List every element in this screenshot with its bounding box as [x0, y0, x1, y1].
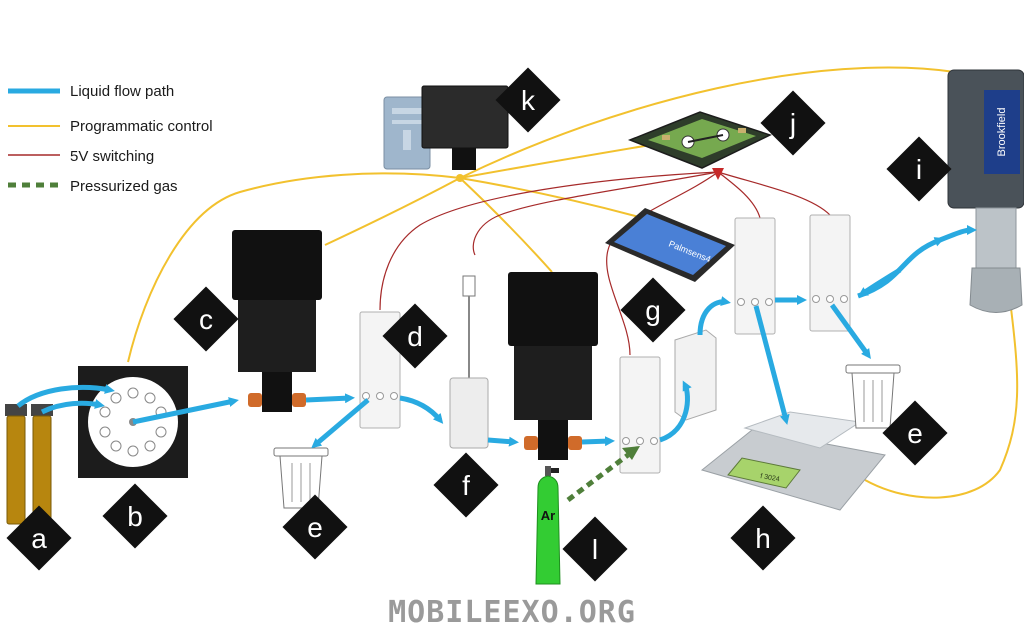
trash-icon	[273, 447, 329, 457]
flow-valve-d-to-waste	[311, 398, 370, 449]
computer-k	[383, 85, 509, 182]
badge-d: d	[382, 303, 448, 369]
badge-l: l	[562, 516, 628, 582]
syringe-pump-c	[232, 230, 322, 412]
trash-icon	[845, 364, 901, 374]
flow-cell-body	[449, 377, 489, 449]
switch-line-valve-top2	[717, 171, 831, 216]
control-line-to-potentiostat	[459, 177, 651, 221]
svg-text:e: e	[907, 418, 923, 449]
badge-k: k	[495, 67, 561, 133]
potentiostat-g: Palmsens4	[605, 208, 735, 282]
cylinder-label: Ar	[541, 508, 555, 523]
control-line-to-pump-c	[324, 177, 461, 246]
badge-i: i	[886, 136, 952, 202]
gas-cylinder-l: Ar	[535, 466, 561, 585]
watermark: MOBILEEXO.ORG	[388, 595, 636, 630]
control-line-to-selector	[127, 172, 461, 363]
flow-valve-to-sensor	[659, 380, 692, 443]
pressure-sensor	[674, 329, 717, 421]
liquid-flow-paths	[16, 225, 977, 449]
badge-e1: e	[282, 494, 348, 560]
flow-selector-to-pump	[132, 397, 239, 425]
flow-valve-to-waste-e2	[829, 303, 871, 360]
badge-g: g	[620, 277, 686, 343]
valve-lower-body	[619, 356, 661, 474]
flow-vial-to-selector-2	[40, 399, 105, 415]
flow-valve-to-balance	[753, 305, 790, 425]
switch-line-valve-top1	[717, 171, 761, 219]
balance-display-value: f 3024	[760, 473, 780, 483]
brookfield-panel	[984, 90, 1020, 174]
badge-c: c	[173, 286, 239, 352]
switch-line-valve-g	[606, 171, 719, 356]
monitor-icon	[421, 85, 509, 149]
badge-e2: e	[882, 400, 948, 466]
flow-sensor-to-valve	[697, 296, 731, 336]
svg-text:i: i	[916, 154, 922, 185]
argon-cylinder-icon	[535, 475, 561, 585]
vial-1-icon	[6, 415, 26, 525]
relay-board-j	[627, 111, 772, 180]
switch-line-pump	[472, 171, 719, 256]
control-line-to-pump-center	[459, 177, 553, 273]
svg-text:h: h	[755, 523, 771, 554]
balance-display	[727, 457, 801, 489]
badges: a b c d e f g h	[6, 67, 952, 582]
svg-text:a: a	[31, 523, 47, 554]
flow-vial-to-selector-1	[16, 384, 115, 408]
pump-c-top	[232, 230, 322, 300]
valve-g-lower	[619, 356, 661, 474]
gas-flow-line	[566, 453, 630, 502]
pressure-sensor-body	[674, 329, 717, 421]
flow-viscometer-return	[857, 267, 902, 297]
flow-pump-to-valve-d	[305, 393, 355, 404]
flow-cell-to-pump	[487, 436, 519, 447]
valve-top-1-body	[734, 217, 776, 335]
control-line-to-scale	[864, 299, 1019, 499]
svg-text:f: f	[462, 470, 470, 501]
legend-liquid-label: Liquid flow path	[70, 83, 174, 100]
badge-f: f	[433, 452, 499, 518]
control-hub	[456, 174, 464, 182]
svg-text:k: k	[521, 85, 536, 116]
brookfield-label: Brookfield	[996, 108, 1008, 157]
reagent-vials-a	[5, 404, 53, 525]
pump-center-top	[508, 272, 598, 346]
legend-switching-label: 5V switching	[70, 148, 154, 165]
badge-b: b	[102, 483, 168, 549]
svg-text:l: l	[592, 534, 598, 565]
switching-wiring	[379, 171, 831, 379]
svg-text:d: d	[407, 321, 423, 352]
badge-h: h	[730, 505, 796, 571]
valve-top-2-body	[809, 214, 851, 332]
waste-bin-e2	[845, 364, 901, 429]
svg-text:c: c	[199, 304, 213, 335]
valve-top-2	[809, 214, 851, 332]
flow-cell-f	[449, 275, 489, 449]
svg-text:g: g	[645, 295, 661, 326]
legend: Liquid flow path Programmatic control 5V…	[8, 83, 213, 195]
switch-line-valve-d	[379, 171, 719, 311]
balance-h: f 3024	[700, 411, 886, 511]
waste-bin-e1	[273, 447, 329, 509]
svg-text:b: b	[127, 501, 143, 532]
svg-text:j: j	[789, 108, 796, 139]
viscometer-i: Brookfield	[947, 69, 1024, 313]
badge-a: a	[6, 505, 72, 571]
svg-text:e: e	[307, 512, 323, 543]
valve-top-1	[734, 217, 776, 335]
vial-2-icon	[32, 415, 52, 525]
legend-gas-label: Pressurized gas	[70, 178, 178, 195]
legend-control-label: Programmatic control	[70, 118, 213, 135]
flow-pump-to-valve	[581, 436, 615, 447]
flow-valve-d-to-cell	[399, 395, 444, 424]
badge-j: j	[760, 90, 826, 156]
syringe-pump-center	[508, 272, 598, 460]
